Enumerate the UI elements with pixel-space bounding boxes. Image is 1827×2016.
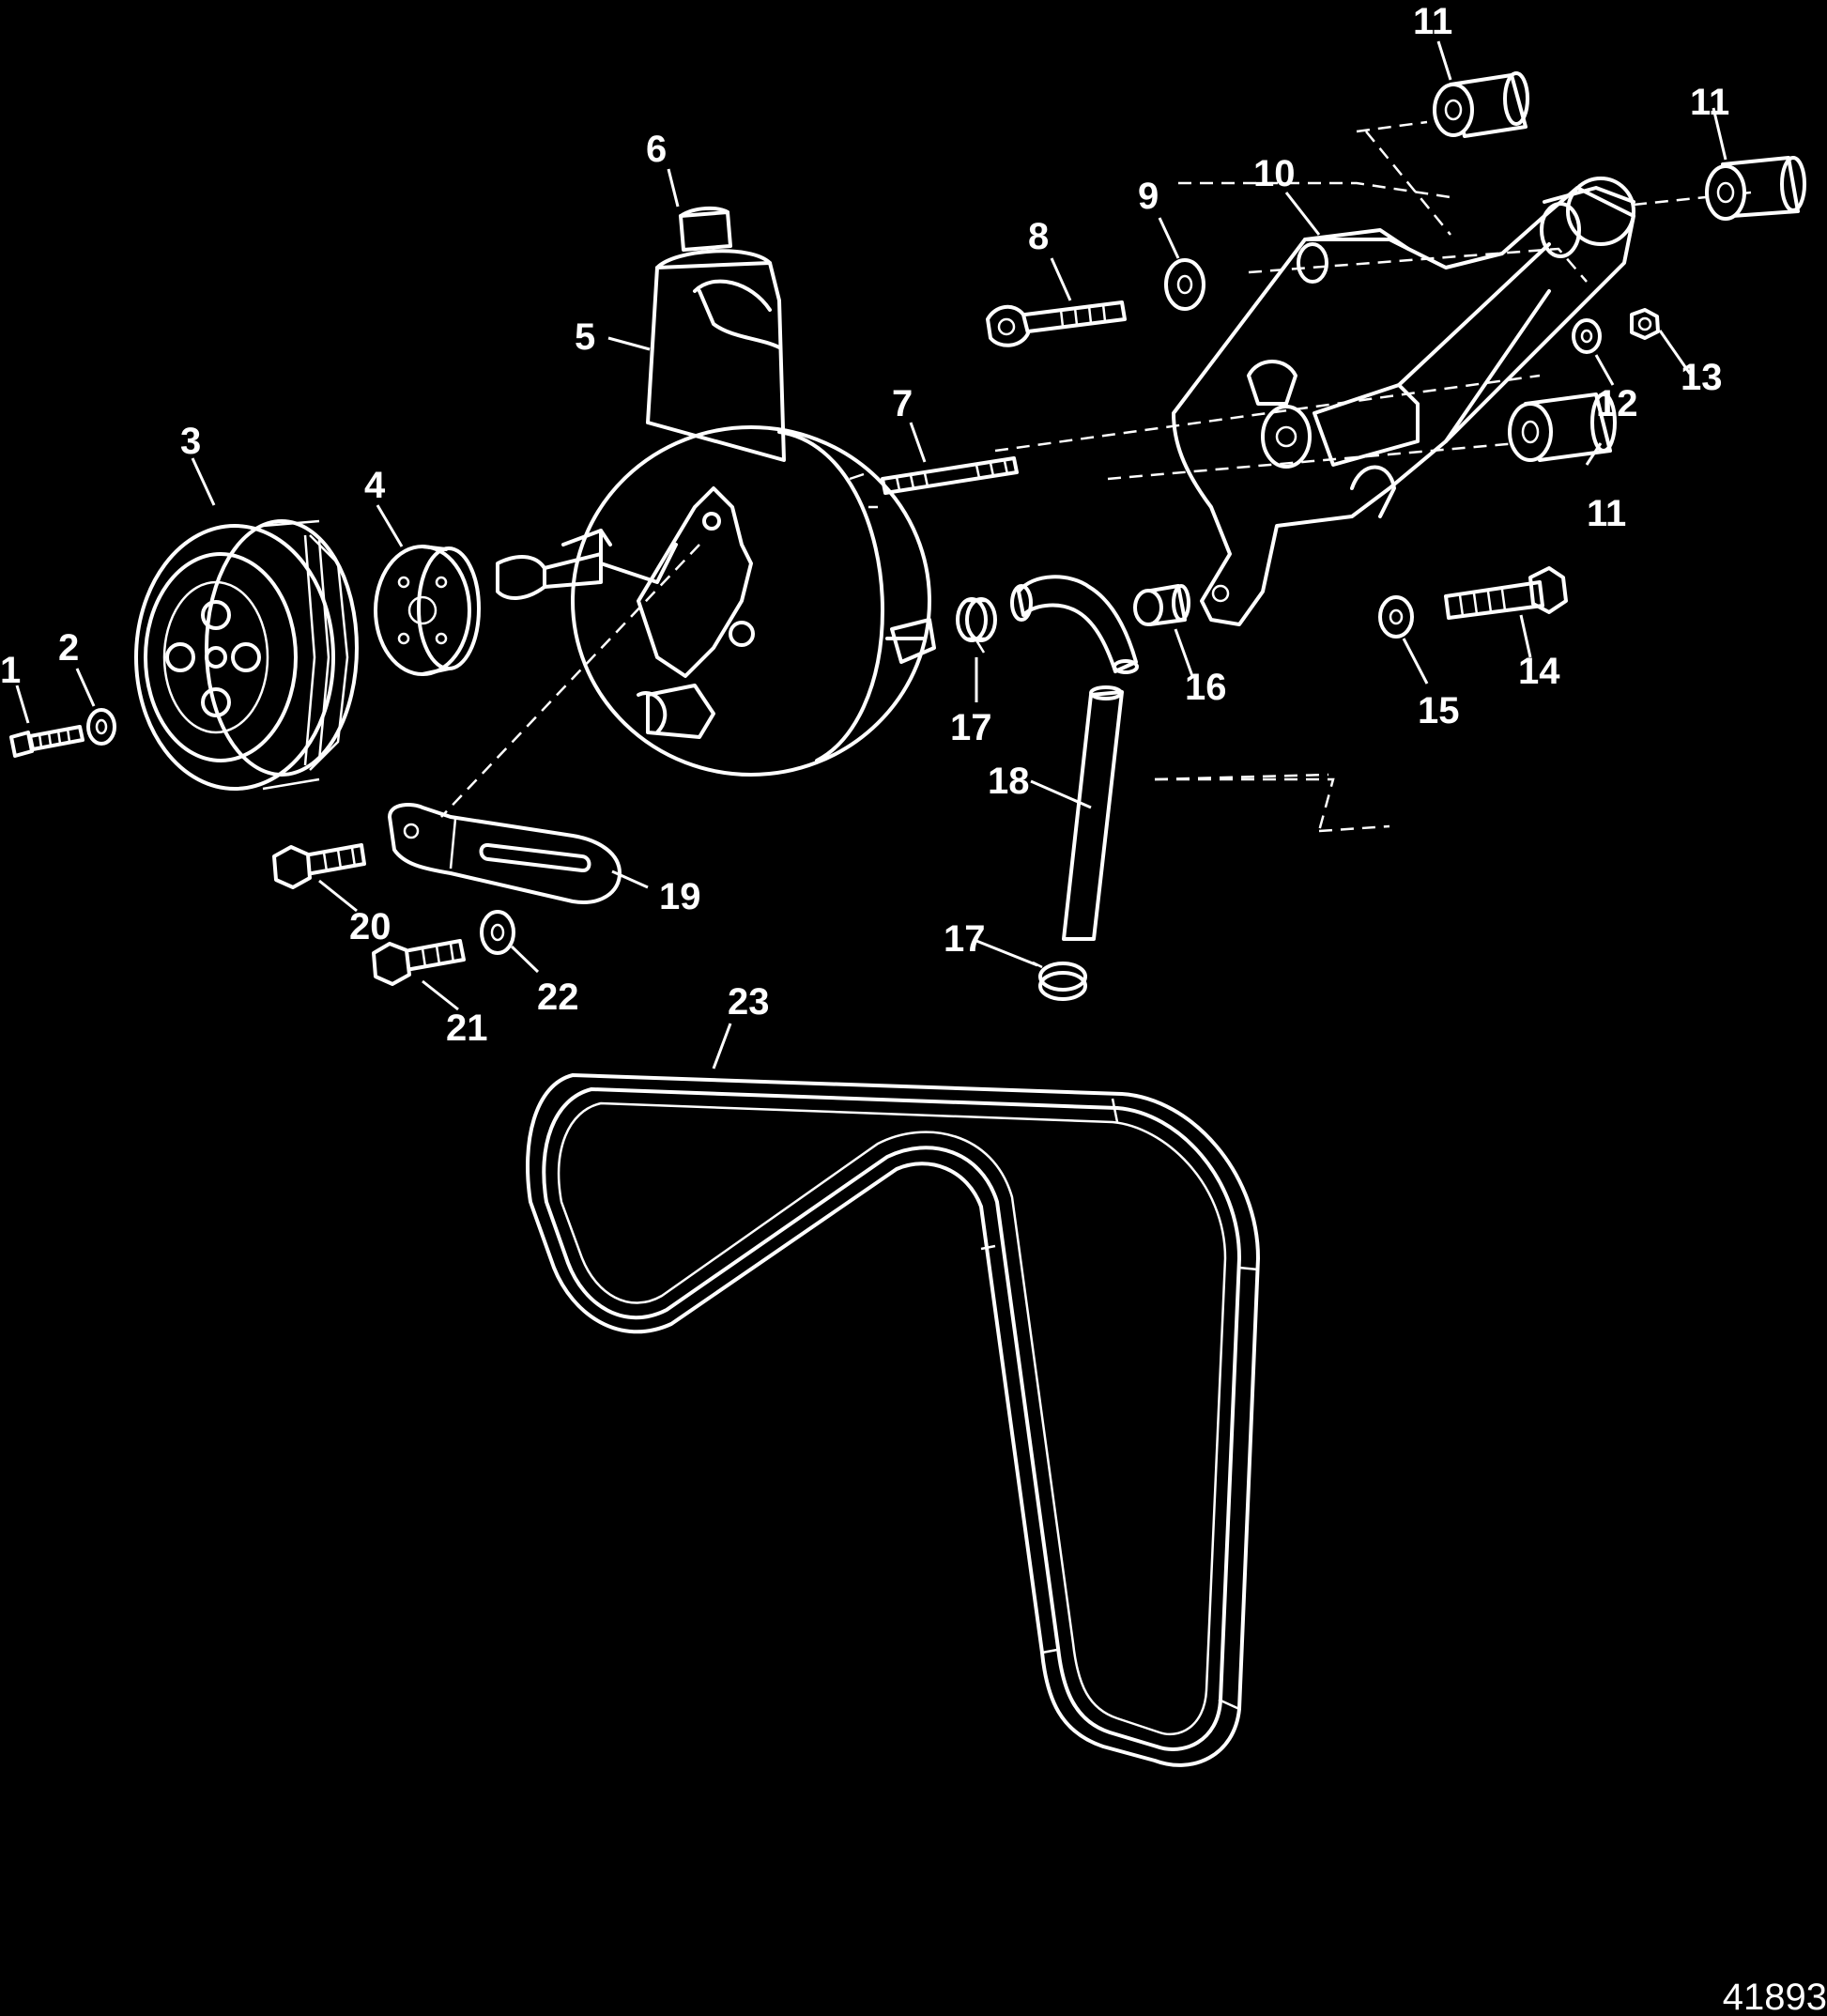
callout-16: 16 bbox=[1185, 667, 1227, 708]
part-12-washer bbox=[1572, 318, 1602, 354]
part-17-clamp-lower bbox=[1032, 961, 1087, 1001]
part-11-spacer-right bbox=[1705, 156, 1806, 221]
callout-17-upper: 17 bbox=[950, 707, 992, 748]
callout-9: 9 bbox=[1138, 176, 1159, 217]
part-16-sleeve bbox=[1133, 584, 1190, 626]
callout-2: 2 bbox=[58, 627, 79, 669]
part-7-stud bbox=[881, 456, 1019, 495]
callout-21: 21 bbox=[446, 1008, 488, 1049]
callout-5: 5 bbox=[575, 316, 595, 358]
part-5-pump bbox=[496, 249, 936, 777]
callout-10: 10 bbox=[1253, 153, 1296, 194]
part-14-bolt bbox=[1444, 566, 1568, 620]
part-19-bracket bbox=[388, 803, 622, 904]
part-20-bolt bbox=[272, 843, 366, 889]
callout-20: 20 bbox=[349, 906, 392, 947]
callout-23: 23 bbox=[728, 981, 770, 1023]
callout-17-lower: 17 bbox=[944, 918, 986, 960]
part-1-bolt bbox=[9, 725, 84, 758]
callout-18: 18 bbox=[988, 761, 1030, 802]
callout-1: 1 bbox=[0, 650, 21, 691]
part-2-washer bbox=[86, 708, 116, 746]
part-22-washer bbox=[480, 910, 515, 955]
part-23-belt bbox=[526, 1073, 1260, 1767]
callout-22: 22 bbox=[537, 977, 579, 1018]
part-18-hose bbox=[1010, 575, 1139, 941]
part-11-spacer-lower bbox=[1508, 392, 1617, 462]
callout-12: 12 bbox=[1596, 383, 1638, 424]
part-11-spacer-top bbox=[1433, 71, 1529, 138]
part-9-washer bbox=[1164, 258, 1205, 311]
figure-number: 41893 bbox=[1723, 1977, 1827, 2016]
callout-14: 14 bbox=[1518, 651, 1560, 692]
part-17-clamp-upper bbox=[956, 597, 997, 654]
leader-lines bbox=[15, 40, 1727, 1070]
callout-13: 13 bbox=[1681, 357, 1723, 398]
callout-11-top: 11 bbox=[1413, 1, 1452, 42]
callout-8: 8 bbox=[1028, 216, 1049, 257]
part-4-hub bbox=[374, 545, 481, 676]
part-15-washer bbox=[1378, 595, 1414, 639]
part-3-pulley bbox=[134, 519, 359, 791]
callout-labels: 1 2 3 4 5 6 7 8 9 10 11 11 11 12 13 14 1… bbox=[0, 1, 1729, 1049]
part-6-cap bbox=[679, 206, 732, 252]
callout-7: 7 bbox=[892, 383, 913, 424]
part-8-bolt bbox=[986, 300, 1127, 347]
alignment-lines bbox=[440, 120, 1752, 833]
callout-4: 4 bbox=[364, 465, 386, 506]
callout-15: 15 bbox=[1418, 690, 1460, 731]
callout-11-lower: 11 bbox=[1587, 493, 1626, 534]
part-21-bolt bbox=[372, 939, 466, 986]
callout-19: 19 bbox=[659, 876, 701, 917]
part-13-nut bbox=[1630, 308, 1660, 340]
callout-11-right: 11 bbox=[1690, 82, 1729, 123]
callout-3: 3 bbox=[180, 421, 201, 462]
part-10-bracket bbox=[1172, 177, 1635, 626]
callout-6: 6 bbox=[646, 129, 667, 170]
